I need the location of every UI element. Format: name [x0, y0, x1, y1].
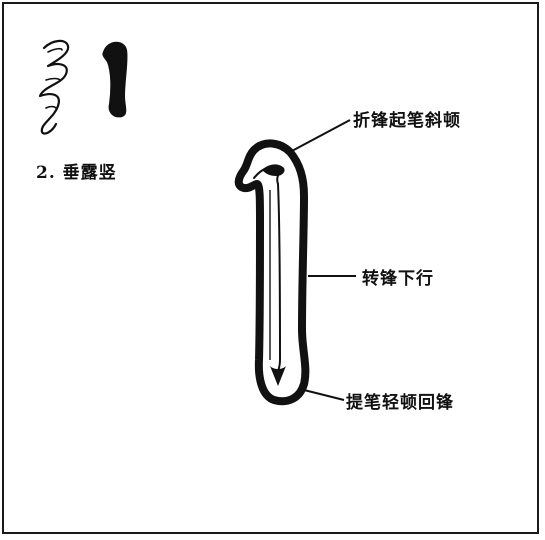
- annotation-end: 提笔轻顿回锋: [346, 393, 454, 413]
- annotation-start: 折锋起笔斜顿: [353, 111, 461, 131]
- stroke-end-arrow-icon: [270, 366, 286, 386]
- leader-lines: [289, 119, 356, 401]
- cursive-glyph-inner-icon: [45, 47, 63, 109]
- cursive-glyph-icon: [38, 39, 70, 135]
- vertical-stroke-icon: [102, 41, 128, 118]
- leader-bottom: [303, 389, 345, 401]
- enlarged-stroke: [234, 139, 310, 406]
- calligraphy-sample: [38, 39, 128, 135]
- annotation-middle: 转锋下行: [362, 269, 434, 289]
- leader-top: [289, 119, 351, 153]
- figure-caption: 2. 垂露竖: [36, 163, 117, 183]
- stroke-outline: [234, 139, 310, 406]
- stroke-start-swirl-icon: [262, 164, 285, 176]
